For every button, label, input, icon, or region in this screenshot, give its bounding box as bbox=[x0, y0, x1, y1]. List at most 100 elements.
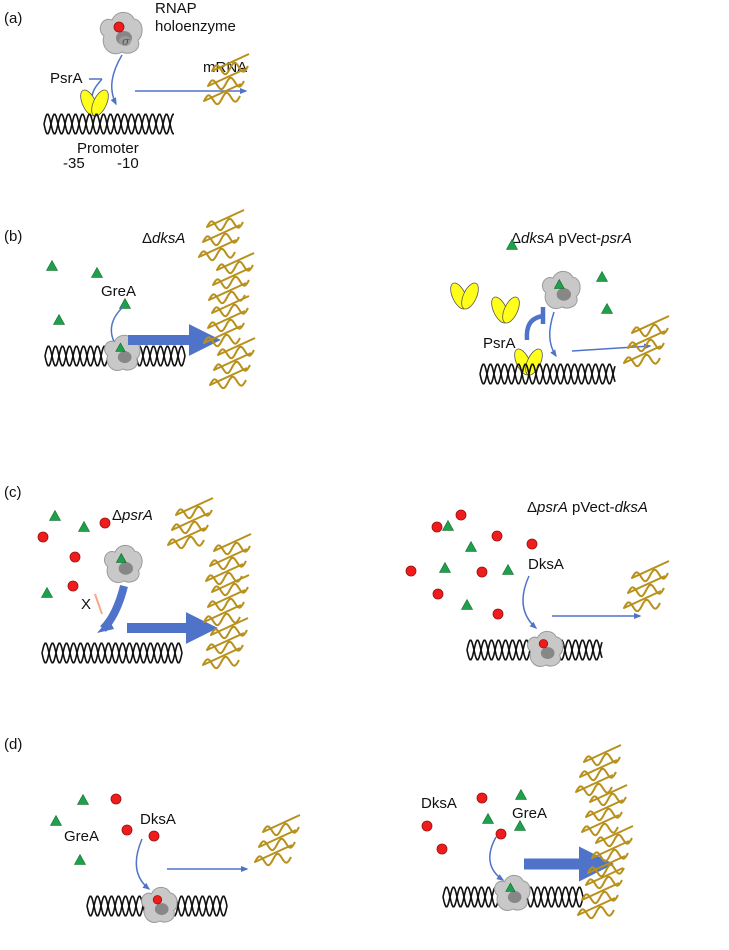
grea-icon bbox=[505, 882, 516, 892]
grea-triangle bbox=[460, 598, 474, 610]
grea-triangle bbox=[441, 519, 455, 531]
dksa-label: DksA bbox=[528, 556, 564, 573]
dna-strand-1 bbox=[43, 113, 174, 135]
dksa-icon bbox=[431, 521, 443, 533]
dna-helix-icon bbox=[43, 113, 174, 135]
grea-label: GreA bbox=[101, 283, 136, 300]
panel-b-right-title: ΔdksA pVect-psrA bbox=[511, 230, 632, 247]
mrna-icon bbox=[203, 53, 250, 106]
rnap-holoenzyme-icon: σ bbox=[99, 11, 143, 55]
psra-label: PsrA bbox=[50, 70, 83, 87]
dksa-circle bbox=[492, 608, 504, 620]
grea-icon bbox=[73, 853, 87, 865]
rnap-core bbox=[540, 647, 555, 660]
grea-icon bbox=[118, 297, 132, 309]
dksa-icon bbox=[152, 895, 163, 905]
mrna-icon bbox=[577, 867, 624, 920]
grea-triangle bbox=[40, 586, 54, 598]
grea-icon bbox=[52, 313, 66, 325]
mrna-strand bbox=[213, 352, 252, 375]
grea-icon bbox=[464, 540, 478, 552]
dksa-icon bbox=[421, 820, 433, 832]
mrna-strand bbox=[623, 345, 662, 368]
dksa-icon bbox=[538, 639, 549, 649]
grea-icon bbox=[76, 793, 90, 805]
dksa-circle bbox=[99, 517, 111, 529]
dksa-circle bbox=[405, 565, 417, 577]
block-x-mark: X bbox=[81, 596, 91, 613]
panel-a-label: (a) bbox=[4, 10, 22, 27]
mrna-strand bbox=[212, 267, 251, 290]
dksa-icon bbox=[432, 588, 444, 600]
dksa-circle bbox=[491, 530, 503, 542]
dksa-circle bbox=[421, 820, 433, 832]
dksa-icon bbox=[405, 565, 417, 577]
panel-a: (a) σ RNAP holoenzyme PsrA mRNA Promoter… bbox=[4, 0, 250, 172]
panel-d: (d) GreA DksA DksA GreA bbox=[4, 736, 634, 923]
mrna-icon bbox=[623, 315, 670, 368]
binding-arrow bbox=[110, 54, 123, 106]
grea-triangle bbox=[49, 814, 63, 826]
dksa-circle bbox=[432, 588, 444, 600]
mrna-strand bbox=[581, 814, 620, 837]
block-bar bbox=[94, 593, 103, 615]
mrna-strand bbox=[623, 590, 662, 613]
panel-b-label: (b) bbox=[4, 228, 22, 245]
dksa-icon bbox=[37, 531, 49, 543]
dna-strand-2 bbox=[41, 642, 183, 664]
dksa-circle bbox=[37, 531, 49, 543]
grea-label: GreA bbox=[64, 828, 99, 845]
panel-c-label: (c) bbox=[4, 484, 22, 501]
rnap-label: RNAP bbox=[155, 0, 197, 17]
psra-monomer bbox=[461, 282, 479, 310]
dksa-circle bbox=[476, 566, 488, 578]
grea-triangle bbox=[76, 793, 90, 805]
grea-icon bbox=[600, 302, 614, 314]
grea-triangle bbox=[73, 853, 87, 865]
grea-triangle bbox=[505, 238, 519, 250]
dna-helix-icon bbox=[479, 363, 616, 385]
mrna-strand bbox=[209, 548, 248, 571]
mrna-strand bbox=[203, 83, 242, 106]
grea-icon bbox=[45, 259, 59, 271]
grea-label: GreA bbox=[512, 805, 547, 822]
grea-icon bbox=[501, 563, 515, 575]
rnap-icon bbox=[141, 886, 178, 923]
dksa-icon bbox=[67, 580, 79, 592]
dksa-circle bbox=[69, 551, 81, 563]
dna-strand-2 bbox=[43, 113, 174, 135]
rnap-icon bbox=[494, 874, 531, 911]
dksa-icon bbox=[455, 509, 467, 521]
mrna-strand bbox=[202, 647, 241, 670]
dksa-icon bbox=[121, 824, 133, 836]
grea-triangle bbox=[600, 302, 614, 314]
grea-icon bbox=[513, 819, 527, 831]
mrna-strand bbox=[211, 574, 250, 597]
dksa-label: DksA bbox=[421, 795, 457, 812]
dksa-icon bbox=[113, 21, 125, 33]
holoenzyme-label: holoenzyme bbox=[155, 18, 236, 35]
dksa-circle bbox=[67, 580, 79, 592]
mrna-strand bbox=[175, 497, 214, 520]
panel-d-label: (d) bbox=[4, 736, 22, 753]
grea-triangle bbox=[77, 520, 91, 532]
dksa-icon bbox=[492, 608, 504, 620]
grea-icon bbox=[49, 814, 63, 826]
mrna-icon bbox=[575, 744, 622, 797]
dksa-icon bbox=[495, 828, 507, 840]
dksa-circle bbox=[121, 824, 133, 836]
grea-icon bbox=[438, 561, 452, 573]
mrna-icon bbox=[203, 574, 250, 627]
grea-triangle bbox=[595, 270, 609, 282]
mrna-strand bbox=[210, 617, 249, 640]
mrna-strand bbox=[631, 560, 670, 583]
dksa-icon bbox=[526, 538, 538, 550]
mrna-strand bbox=[627, 575, 666, 598]
psra-dimer-icon bbox=[450, 282, 479, 310]
mrna-strand bbox=[206, 632, 245, 655]
minus10-label: -10 bbox=[117, 155, 139, 172]
grea-icon bbox=[553, 278, 565, 289]
mrna-strand bbox=[206, 209, 245, 232]
grea-icon bbox=[441, 519, 455, 531]
grea-icon bbox=[115, 552, 127, 563]
